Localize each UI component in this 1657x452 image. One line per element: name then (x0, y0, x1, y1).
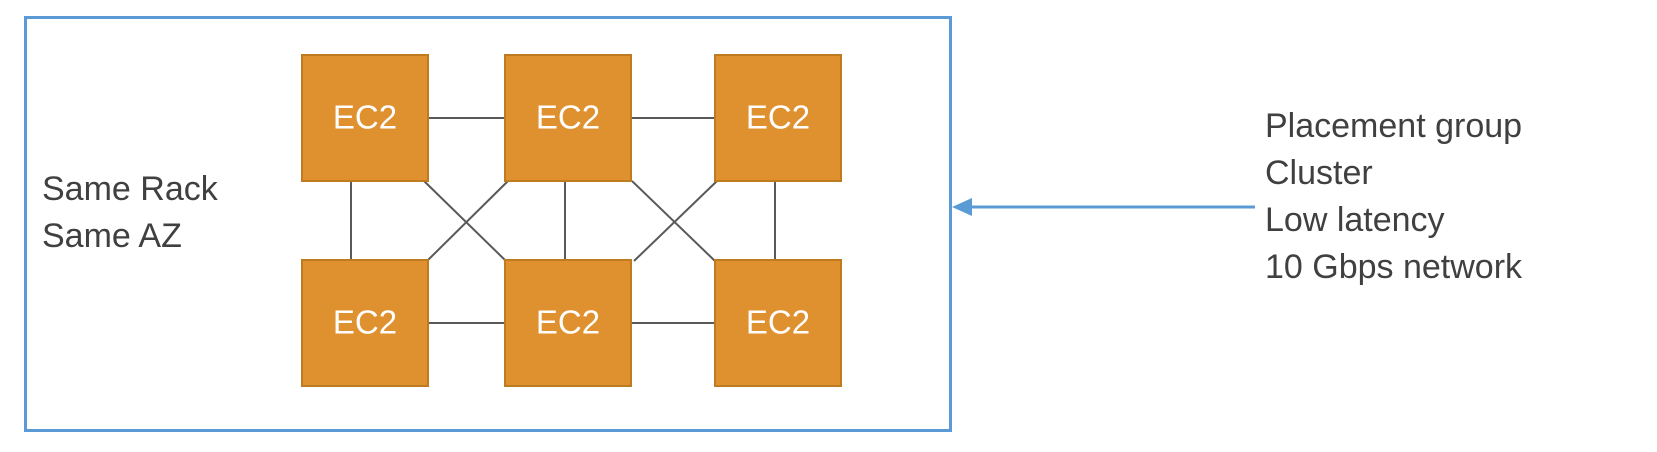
ec2-node-label: EC2 (333, 99, 397, 136)
ec2-node-bottom-center[interactable]: EC2 (504, 259, 632, 387)
zone-note-line-2: Same AZ (42, 217, 182, 255)
callout-line-3: Low latency (1265, 201, 1445, 239)
ec2-node-box[interactable] (301, 259, 429, 387)
connector-group (350, 117, 776, 324)
ec2-node-top-left[interactable]: EC2 (301, 54, 429, 182)
zone-note: Same Rack Same AZ (42, 170, 219, 255)
ec2-node-box[interactable] (504, 259, 632, 387)
ec2-node-label: EC2 (536, 304, 600, 341)
zone-note-line-1: Same Rack (42, 170, 219, 208)
ec2-node-box[interactable] (301, 54, 429, 182)
ec2-node-bottom-left[interactable]: EC2 (301, 259, 429, 387)
link-top-left-to-bottom-center (423, 180, 507, 262)
ec2-node-top-center[interactable]: EC2 (504, 54, 632, 182)
callout-arrow-head (952, 198, 972, 216)
ec2-node-label: EC2 (536, 99, 600, 136)
ec2-node-box[interactable] (504, 54, 632, 182)
callout-line-2: Cluster (1265, 154, 1373, 192)
link-top-center-to-bottom-left (426, 180, 509, 262)
ec2-node-box[interactable] (714, 259, 842, 387)
callout-text: Placement group Cluster Low latency 10 G… (1265, 107, 1523, 286)
link-top-center-to-bottom-right (631, 180, 716, 262)
ec2-node-top-right[interactable]: EC2 (714, 54, 842, 182)
ec2-node-label: EC2 (333, 304, 397, 341)
callout-line-1: Placement group (1265, 107, 1522, 145)
link-top-right-to-bottom-center (633, 180, 718, 262)
callout-line-4: 10 Gbps network (1265, 248, 1523, 286)
ec2-node-bottom-right[interactable]: EC2 (714, 259, 842, 387)
ec2-node-label: EC2 (746, 304, 810, 341)
callout-arrow (952, 198, 1255, 216)
ec2-node-label: EC2 (746, 99, 810, 136)
ec2-node-box[interactable] (714, 54, 842, 182)
ec2-node-group: EC2 EC2 EC2 EC2 EC2 EC2 (301, 54, 842, 387)
